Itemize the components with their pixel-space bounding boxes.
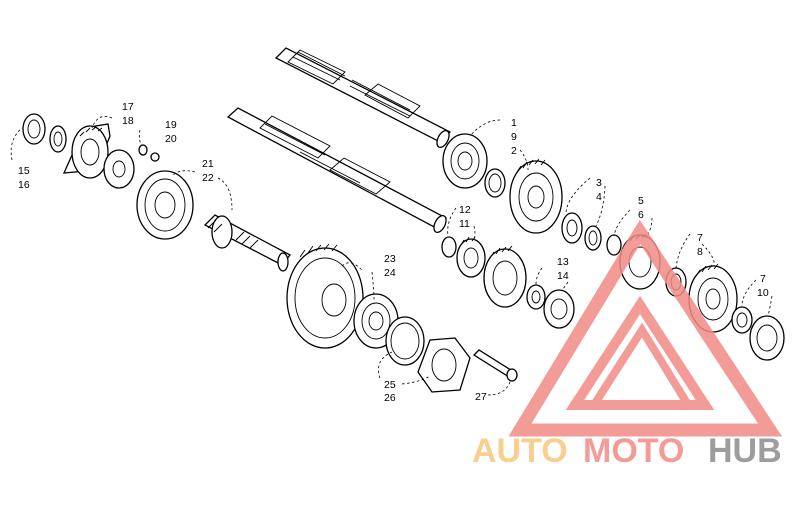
callout-21: 21 [202,158,214,170]
bolt-19-20 [138,144,160,162]
bearing-10 [749,315,785,361]
callout-7-lower: 7 [760,273,766,285]
callout-3: 3 [596,177,602,189]
callout-1: 1 [511,117,517,129]
gear-23-24 [286,243,364,349]
callout-7-upper: 7 [697,232,703,244]
bearing-13-14 [543,289,575,329]
callout-12: 12 [459,204,471,216]
gear-2 [509,158,563,234]
gear-17-18 [62,123,111,179]
watermark-word-auto: AUTO [472,432,568,470]
callout-18: 18 [122,115,134,127]
callout-2: 2 [511,145,517,157]
cover-plate [417,337,471,393]
washer-13-14 [526,284,546,310]
callout-23: 23 [384,253,396,265]
callout-19: 19 [165,119,177,131]
callout-6: 6 [638,209,644,221]
automotohub-watermark: AUTO MOTO HUB [472,219,783,470]
washer-18 [103,149,135,189]
washer-9 [484,168,506,198]
callout-13: 13 [557,256,569,268]
output-shaft [203,214,291,272]
callout-8: 8 [697,246,703,258]
callout-14: 14 [557,270,569,282]
gasket-25-26 [385,316,425,366]
bearing-21-22 [136,170,194,240]
lower-shaft [226,107,448,233]
callout-24: 24 [384,267,396,279]
callout-5: 5 [638,195,644,207]
watermark-word-hub: HUB [708,432,782,470]
callout-17: 17 [122,101,134,113]
callout-10: 10 [757,287,769,299]
washer-12 [441,236,457,258]
callout-16: 16 [18,179,30,191]
bolt-27 [472,349,518,382]
bushing-3-4 [561,212,583,244]
washer-left [49,125,67,153]
callout-26: 26 [384,392,396,404]
gear-11 [456,236,486,278]
callout-9: 9 [511,131,517,143]
upper-shaft [274,47,452,148]
gear-11b [483,245,527,308]
bearing-1 [442,133,488,189]
leader-lines [10,115,773,396]
washer-7b [731,306,753,334]
callout-4: 4 [596,191,602,203]
callout-labels: 15 16 17 18 19 20 21 22 23 24 25 26 27 1… [18,101,769,404]
watermark-word-moto: MOTO [583,432,684,470]
watermark-logo-triangle [508,219,783,437]
callout-25: 25 [384,379,396,391]
seal-15-16 [22,113,46,145]
callout-27: 27 [475,391,487,403]
callout-22: 22 [202,172,214,184]
callout-15: 15 [18,165,30,177]
callout-11: 11 [459,218,470,230]
washer-3-4 [584,225,602,251]
washer-5-6 [606,234,622,256]
callout-20: 20 [165,133,177,145]
